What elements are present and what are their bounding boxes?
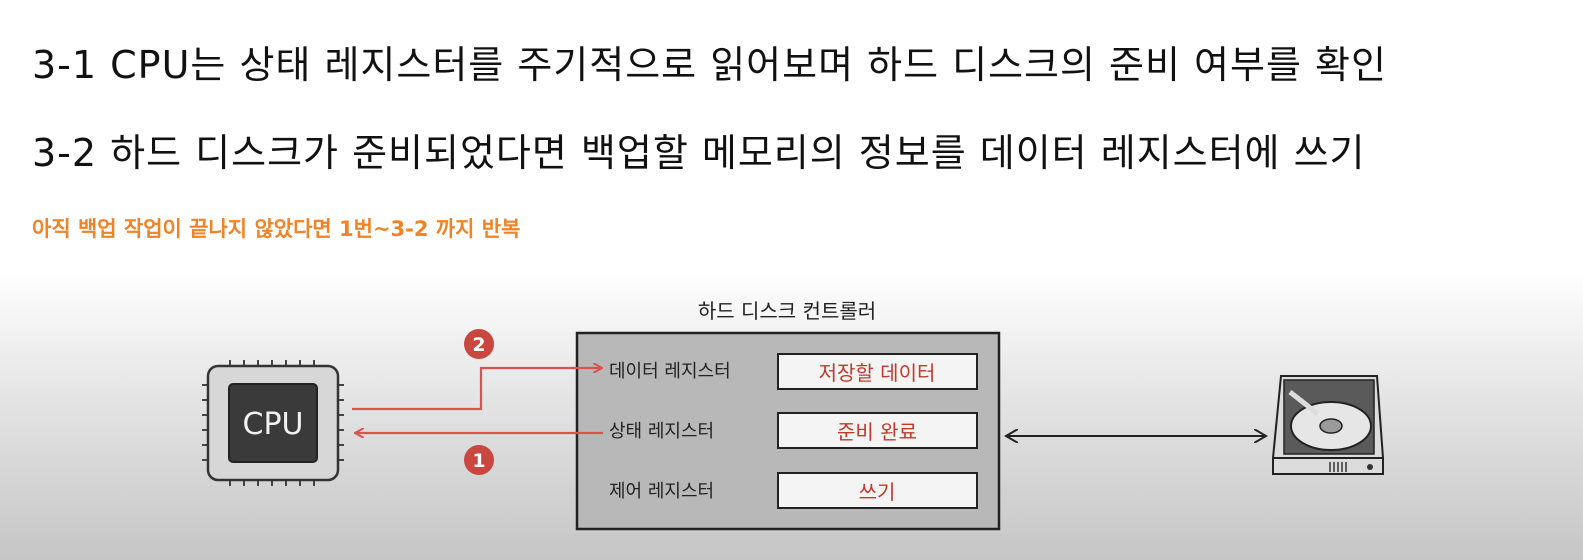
register-name-data: 데이터 레지스터 [609, 361, 731, 382]
step-badge-1-label: 1 [472, 450, 485, 472]
step-badge-2 [464, 329, 494, 359]
controller-title: 하드 디스크 컨트롤러 [698, 299, 876, 323]
cpu-label: CPU [243, 407, 304, 442]
cpu-chip-icon [202, 360, 344, 486]
register-name-control: 제어 레지스터 [609, 481, 714, 502]
step-3-1-text: 3-1 CPU는 상태 레지스터를 주기적으로 읽어보며 하드 디스크의 준비 … [32, 43, 1387, 87]
register-value-box-data [777, 353, 978, 390]
register-name-status: 상태 레지스터 [609, 421, 714, 442]
register-value-control: 쓰기 [859, 480, 896, 504]
register-value-box-status [777, 412, 978, 449]
step-badge-2-label: 2 [472, 334, 485, 356]
hard-disk-icon [1272, 375, 1384, 475]
register-value-status: 준비 완료 [837, 420, 917, 444]
arrow-cpu-to-data-register [352, 368, 601, 411]
step-3-2-text: 3-2 하드 디스크가 준비되었다면 백업할 메모리의 정보를 데이터 레지스터… [32, 131, 1366, 175]
repeat-note: 아직 백업 작업이 끝나지 않았다면 1번~3-2 까지 반복 [32, 217, 521, 241]
step-badge-1 [464, 445, 494, 475]
register-value-box-control [777, 472, 978, 509]
register-value-data: 저장할 데이터 [819, 361, 936, 385]
